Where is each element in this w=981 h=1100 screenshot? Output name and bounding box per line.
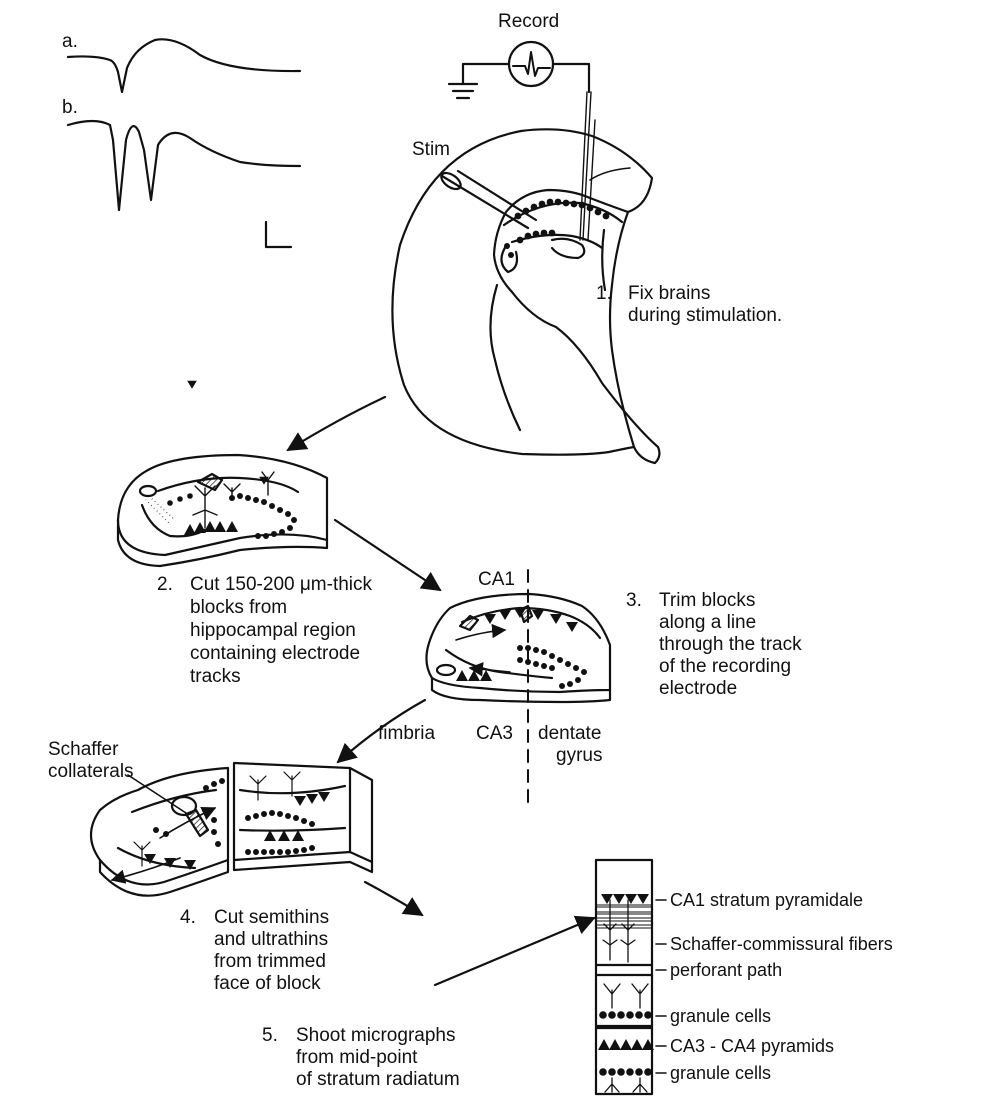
arrow-4-to-5 [365, 882, 422, 915]
ca1-label: CA1 [478, 568, 515, 592]
step-2-line-3: hippocampal region [190, 619, 356, 643]
step-3-line-4: of the recording [659, 655, 791, 679]
stim-label: Stim [412, 138, 450, 162]
scale-bar [266, 222, 291, 247]
layer-leader-lines [656, 900, 666, 1073]
ca3-label: CA3 [476, 722, 513, 746]
step-2-line-2: blocks from [190, 596, 287, 620]
step-5-line-1: Shoot micrographs [296, 1024, 455, 1048]
trace-b-label: b. [62, 96, 78, 120]
step-4-line-2: and ultrathins [214, 928, 328, 952]
step-5-line-2: from mid-point [296, 1046, 417, 1070]
layer-label-ca3-ca4: CA3 - CA4 pyramids [670, 1035, 834, 1057]
schaffer-label: Schaffer [48, 738, 118, 762]
trace-a [68, 39, 300, 92]
arrow-1-to-2 [288, 397, 385, 450]
step-2-line-5: tracks [190, 665, 241, 689]
arrow-5-to-column [435, 918, 594, 985]
step-2-number: 2. [157, 573, 173, 597]
collaterals-label: collaterals [48, 760, 134, 784]
fimbria-label: fimbria [378, 722, 435, 746]
step-3-line-5: electrode [659, 677, 737, 701]
step-3-line-2: along a line [659, 611, 756, 635]
slab-3-fibers [456, 630, 510, 672]
step-2-line-1: Cut 150-200 μm-thick [190, 573, 372, 597]
step-5-number: 5. [262, 1024, 278, 1048]
step-2-line-4: containing electrode [190, 642, 360, 666]
step-4-line-1: Cut semithins [214, 906, 329, 930]
layer-label-granule-cells-1: granule cells [670, 1005, 771, 1027]
dentate-label: dentate [538, 722, 601, 746]
step-3-line-3: through the track [659, 633, 802, 657]
step-4-line-3: from trimmed [214, 950, 326, 974]
step-1-line-2: during stimulation. [628, 304, 782, 328]
trace-a-label: a. [62, 30, 78, 54]
trace-b [68, 121, 300, 210]
step-1-line-1: Fix brains [628, 282, 710, 306]
brain-section [392, 129, 659, 463]
step-3-number: 3. [626, 589, 642, 613]
layer-label-granule-cells-2: granule cells [670, 1062, 771, 1084]
step-3-line-1: Trim blocks [659, 589, 755, 613]
step-1-number: 1. [596, 282, 612, 306]
block-4-right-cells [245, 792, 330, 855]
step-4-line-4: face of block [214, 972, 321, 996]
layer-column-dendrites [603, 900, 648, 1092]
gyrus-label: gyrus [556, 744, 602, 768]
step-5-line-3: of stratum radiatum [296, 1068, 460, 1092]
step-4-number: 4. [180, 906, 196, 930]
layer-label-perforant-path: perforant path [670, 959, 782, 981]
record-label: Record [498, 10, 559, 34]
layer-label-schaffer-fibers: Schaffer-commissural fibers [670, 933, 893, 955]
block-4-right-dendrites [250, 772, 300, 800]
slab-2 [118, 455, 327, 566]
layer-label-ca1-pyramidale: CA1 stratum pyramidale [670, 889, 863, 911]
